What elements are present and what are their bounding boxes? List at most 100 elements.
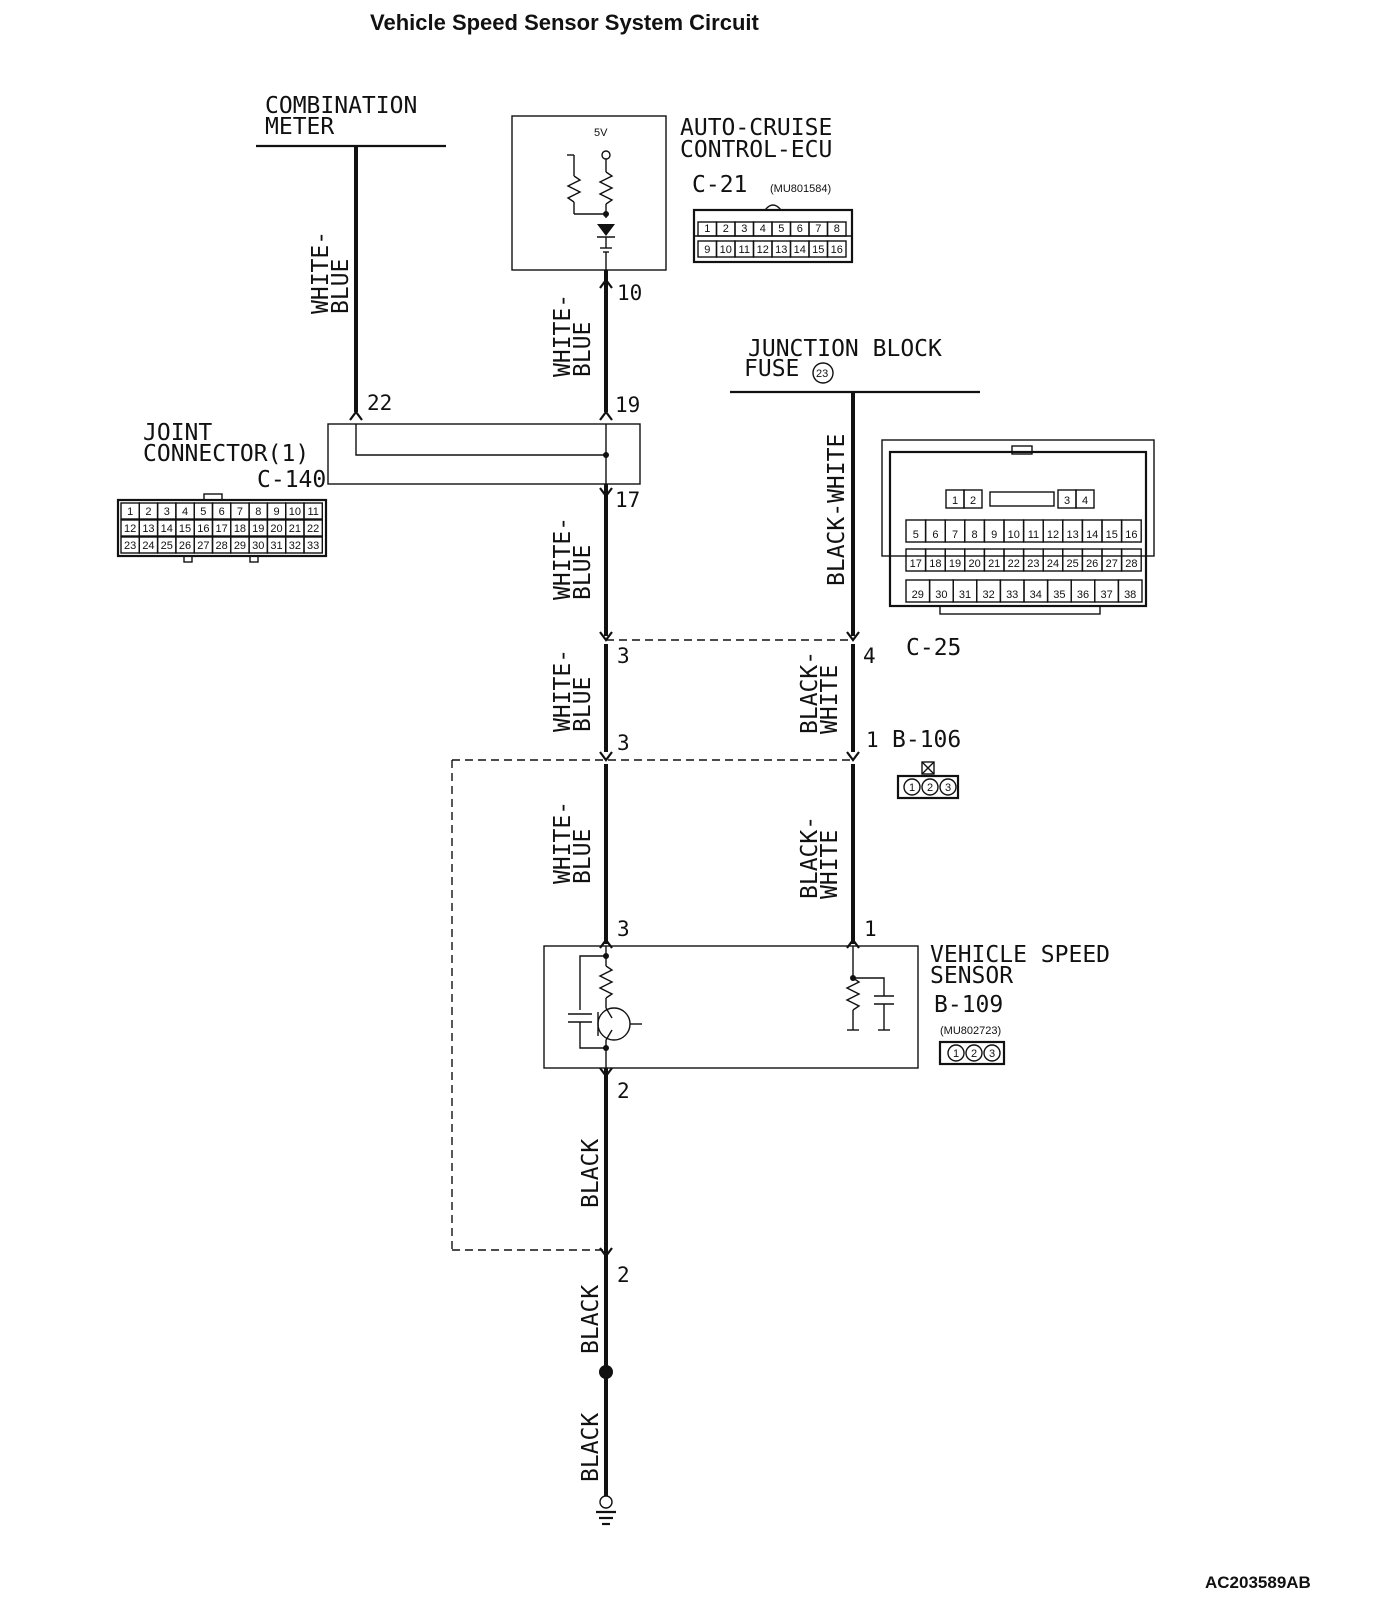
c140-pin-cell: 21 <box>289 523 301 535</box>
c25-pin-cell: 10 <box>1008 529 1020 541</box>
c25-pin-cell: 26 <box>1086 558 1098 570</box>
joint-connector-label-1: JOINT <box>143 420 212 446</box>
wire-label-black-white: BLACK- <box>797 651 823 734</box>
c25-pin-cell: 5 <box>913 529 919 541</box>
c25-pin-cell: 28 <box>1125 558 1137 570</box>
c25-pin-cell: 21 <box>988 558 1000 570</box>
c25-pin-cell: 11 <box>1028 529 1039 541</box>
c140-pin-cell: 12 <box>124 523 136 535</box>
c25-pin-cell: 36 <box>1077 589 1089 601</box>
c25-pin-cell: 17 <box>910 558 922 570</box>
junction-block: JUNCTION BLOCK FUSE 23 <box>730 336 980 394</box>
c25-pin-cell: 1 <box>952 495 958 507</box>
wire-label-white-blue: WHITE- <box>550 649 576 732</box>
c140-pin-cell: 33 <box>307 540 319 552</box>
c21-pin-cell: 13 <box>775 244 787 256</box>
c140-pin-cell: 13 <box>142 523 154 535</box>
c140-pin-cell: 30 <box>252 540 264 552</box>
c25-pin-cell: 23 <box>1027 558 1039 570</box>
ecu-part-number: (MU801584) <box>770 183 831 195</box>
c21-pin-cell: 15 <box>812 244 824 256</box>
c21-pin-cell: 3 <box>741 223 747 235</box>
c25-pin-cell: 27 <box>1106 558 1118 570</box>
ground-icon <box>596 1495 616 1526</box>
c25-pin-cell: 38 <box>1124 589 1136 601</box>
junction-block-label-1: JUNCTION BLOCK <box>748 336 942 362</box>
sensor-connector-id: B-109 <box>934 992 1003 1018</box>
b109-pin-cell: 1 <box>953 1048 959 1060</box>
c140-pin-cell: 22 <box>307 523 319 535</box>
pin-c25-3: 3 <box>617 644 630 668</box>
c25-pin-cell: 32 <box>982 589 994 601</box>
c140-pin-cell: 25 <box>161 540 173 552</box>
c21-pin-cell: 10 <box>720 244 732 256</box>
c25-pin-cell: 12 <box>1047 529 1059 541</box>
c25-pin-cell: 30 <box>935 589 947 601</box>
pin-joint-22: 22 <box>367 391 392 415</box>
c21-pin-cell: 8 <box>834 223 840 235</box>
sensor-label-2: SENSOR <box>930 963 1013 989</box>
c21-pin-cell: 2 <box>723 223 729 235</box>
pin-sensor-1: 1 <box>864 917 877 941</box>
splice-point <box>599 1365 613 1379</box>
c140-pin-cell: 26 <box>179 540 191 552</box>
pin-b106-3: 3 <box>617 731 630 755</box>
c21-pin-cell: 1 <box>704 223 710 235</box>
c25-pin-cell: 20 <box>968 558 980 570</box>
pin-joint-17: 17 <box>615 488 640 512</box>
auto-cruise-ecu: 5V AUTO-CRUISE CONTROL-ECU C-21 (MU80158… <box>511 115 854 271</box>
wire-label-white-blue: BLUE <box>570 677 596 732</box>
c140-pin-cell: 31 <box>270 540 282 552</box>
c25-pin-cell: 25 <box>1066 558 1078 570</box>
ecu-label-2: CONTROL-ECU <box>680 137 832 163</box>
figure-code: AC203589AB <box>1205 1573 1311 1592</box>
pin-sensor-2: 2 <box>617 1079 630 1103</box>
b106-pin-cell: 3 <box>945 782 951 794</box>
pin-c25-4: 4 <box>863 644 876 668</box>
c25-connector-id: C-25 <box>906 635 961 661</box>
c25-pin-cell: 31 <box>959 589 971 601</box>
c140-pin-cell: 11 <box>307 506 318 518</box>
pin-joint-19: 19 <box>615 393 640 417</box>
wire-label-white-blue: BLUE <box>570 829 596 884</box>
combination-meter: COMBINATION METER <box>256 93 446 148</box>
wire-label-black-white: WHITE <box>817 830 843 899</box>
c21-pin-cell: 9 <box>704 244 710 256</box>
ecu-connector-id: C-21 <box>692 172 747 198</box>
c25-pin-cell: 22 <box>1008 558 1020 570</box>
c25-pin-cell: 7 <box>952 529 958 541</box>
c25-pin-cell: 3 <box>1064 495 1070 507</box>
wire-label-black: BLACK <box>578 1285 604 1354</box>
vehicle-speed-sensor: 3 1 VEHICLE SPEED SENSOR B-109 (MU80272 <box>543 917 1110 1069</box>
wire-label-white-blue: WHITE- <box>550 517 576 600</box>
diagram-title: Vehicle Speed Sensor System Circuit <box>370 10 759 35</box>
c140-pin-cell: 2 <box>145 506 151 518</box>
c140-pin-cell: 8 <box>255 506 261 518</box>
c25-pin-cell: 29 <box>912 589 924 601</box>
c21-pin-cell: 11 <box>739 244 750 256</box>
c21-pin-cell: 7 <box>815 223 821 235</box>
c25-pin-cell: 13 <box>1066 529 1078 541</box>
c140-pin-cell: 29 <box>234 540 246 552</box>
c25-pin-cell: 35 <box>1053 589 1065 601</box>
c140-pin-cell: 4 <box>182 506 188 518</box>
c21-pin-cell: 4 <box>760 223 766 235</box>
c140-pin-cell: 17 <box>216 523 228 535</box>
terminal-marks <box>349 278 860 1258</box>
b109-pin-cell: 3 <box>989 1048 995 1060</box>
wire-label-white-blue: BLUE <box>570 322 596 377</box>
wire-label-black-white: WHITE <box>817 665 843 734</box>
c140-pin-cell: 32 <box>289 540 301 552</box>
c21-pin-cell: 5 <box>778 223 784 235</box>
c140-pin-cell: 3 <box>164 506 170 518</box>
c25-pin-cell: 15 <box>1106 529 1118 541</box>
c140-pin-cell: 9 <box>273 506 279 518</box>
c140-pin-cell: 14 <box>161 523 173 535</box>
c140-pin-cell: 5 <box>200 506 206 518</box>
c25-pin-cell: 34 <box>1030 589 1042 601</box>
